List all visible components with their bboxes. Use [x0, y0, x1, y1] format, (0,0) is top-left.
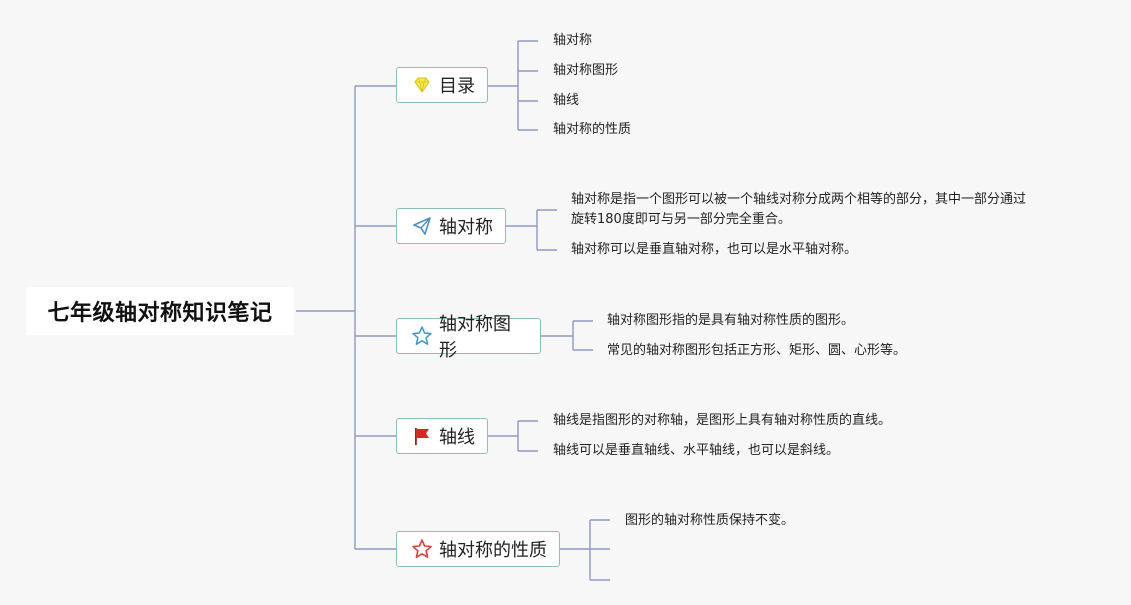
leaf-item[interactable]: 轴对称是指一个图形可以被一个轴线对称分成两个相等的部分，其中一部分通过 [571, 192, 1027, 207]
root-topic-label: 七年级轴对称知识笔记 [47, 301, 273, 326]
branch-topic-label: 轴线 [439, 427, 475, 448]
red-flag-icon [411, 425, 433, 447]
leaf-connector-1 [488, 40, 538, 131]
branch-topic-label: 轴对称的性质 [439, 540, 547, 561]
leaf-connector-4 [488, 420, 538, 452]
branch-topic-label: 轴对称图形 [439, 314, 511, 361]
leaf-connector-5 [560, 519, 610, 581]
leaf-item[interactable]: 轴对称 [553, 33, 593, 48]
leaf-item[interactable]: 轴对称的性质 [553, 122, 632, 137]
branch-topic-label: 目录 [439, 76, 475, 97]
leaf-connector-3 [541, 320, 593, 351]
branch-topic-contents[interactable]: 目录 [396, 67, 488, 103]
root-topic[interactable]: 七年级轴对称知识笔记 [26, 287, 294, 335]
branch-topic-symmetry-properties[interactable]: 轴对称的性质 [396, 531, 560, 567]
leaf-item[interactable]: 轴对称图形指的是具有轴对称性质的图形。 [607, 313, 855, 328]
branch-topic-axis-line[interactable]: 轴线 [396, 418, 488, 454]
paper-plane-icon [411, 215, 433, 237]
star-outline-icon [411, 325, 433, 347]
diamond-icon [411, 74, 433, 96]
leaf-item[interactable]: 常见的轴对称图形包括正方形、矩形、圆、心形等。 [607, 343, 907, 358]
branch-topic-label: 轴对称 [439, 217, 493, 238]
red-star-icon [411, 538, 433, 560]
branch-topic-symmetric-figures[interactable]: 轴对称图形 [396, 314, 541, 361]
leaf-item[interactable]: 旋转180度即可与另一部分完全重合。 [571, 212, 791, 227]
leaf-item[interactable]: 轴对称可以是垂直轴对称，也可以是水平轴对称。 [571, 242, 858, 257]
leaf-item[interactable]: 图形的轴对称性质保持不变。 [625, 513, 795, 528]
leaf-connector-2 [506, 209, 557, 251]
leaf-item[interactable]: 轴对称图形 [553, 63, 619, 78]
leaf-item[interactable]: 轴线可以是垂直轴线、水平轴线，也可以是斜线。 [553, 443, 840, 458]
branch-topic-axial-symmetry[interactable]: 轴对称 [396, 208, 506, 244]
leaf-item[interactable]: 轴线是指图形的对称轴，是图形上具有轴对称性质的直线。 [553, 413, 892, 428]
leaf-item[interactable]: 轴线 [553, 93, 580, 108]
